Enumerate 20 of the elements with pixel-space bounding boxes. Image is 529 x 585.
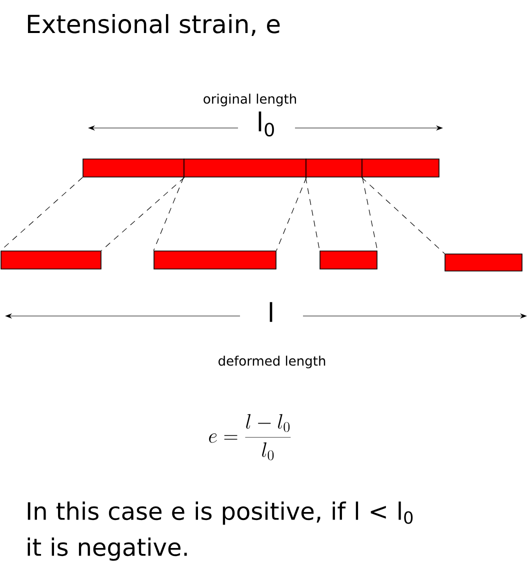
dashed-line <box>101 177 185 251</box>
dimension-label: original length <box>204 94 296 106</box>
dashed-line <box>305 177 320 251</box>
title: Extensional strain, e <box>28 14 280 36</box>
bar <box>0 250 102 270</box>
dashed-line <box>276 177 307 251</box>
note-text: In this case e is positive, if l < l$_{0}$ it is negative. <box>28 502 413 561</box>
dashed-line <box>0 177 83 251</box>
bar <box>320 250 378 270</box>
dashed-line <box>361 177 445 254</box>
bar <box>82 158 184 178</box>
dashed-line <box>153 177 184 251</box>
dimension-symbol: l$_{0}$ <box>258 112 274 136</box>
bar <box>306 158 362 178</box>
bar <box>154 250 276 270</box>
dimension-symbol: l <box>270 302 272 322</box>
bar <box>444 254 522 272</box>
bar <box>362 158 440 178</box>
dimension-label: deformed length <box>218 356 326 368</box>
strain-formula: $e = \frac{l - l_0}{l_0}$ <box>209 414 291 460</box>
